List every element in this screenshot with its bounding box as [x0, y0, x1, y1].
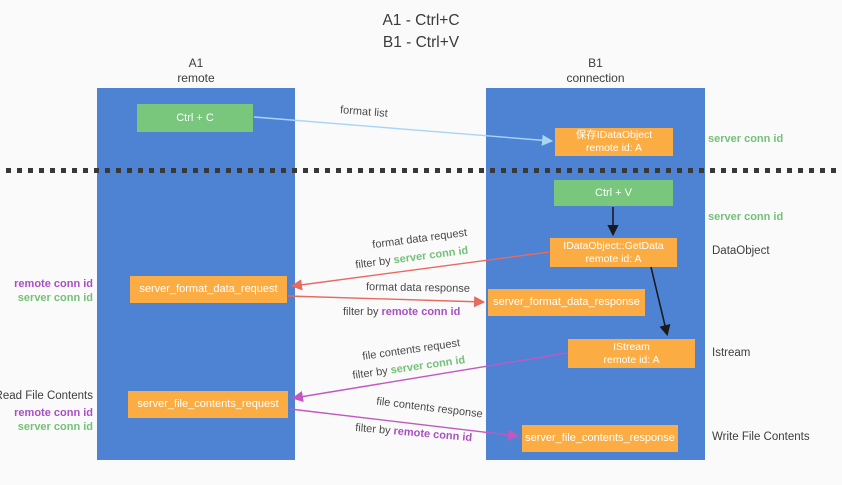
lane-b1-header: B1 connection: [486, 56, 705, 86]
filter-key-server-conn-id: server conn id: [389, 354, 466, 377]
lane-a1-subtitle: remote: [177, 71, 215, 85]
node-server-format-data-request: server_format_data_request: [130, 276, 287, 303]
node-server-file-contents-request-label: server_file_contents_request: [137, 398, 279, 410]
node-server-file-contents-response-label: server_file_contents_response: [525, 432, 675, 444]
node-save-idataobject-line1: 保存IDataObject: [575, 129, 653, 141]
filter-by-text: filter by: [351, 365, 389, 382]
node-idataobject-getdata-line1: IDataObject::GetData: [563, 239, 664, 252]
edge-label-format-data-request-filter: filter byserver conn id: [355, 245, 469, 272]
node-ctrl-c-label: Ctrl + C: [176, 111, 214, 124]
lane-a1-name: A1: [188, 56, 204, 70]
annotation-read-file-contents: Read File Contents: [0, 390, 93, 402]
annotation-server-conn-id-mid: server conn id: [708, 211, 784, 223]
page-title-line2: B1 - Ctrl+V: [382, 34, 460, 51]
filter-by-text: filter by: [343, 306, 379, 318]
node-istream-line2: remote id: A: [603, 353, 660, 366]
annotation-server-conn-id-top: server conn id: [708, 133, 784, 145]
filter-key-remote-conn-id: remote conn id: [393, 425, 473, 445]
edge-label-format-data-response: format data response: [365, 281, 471, 295]
filter-key-server-conn-id: server conn id: [392, 244, 469, 267]
node-ctrl-c: Ctrl + C: [137, 104, 253, 132]
annotation-file-remote-conn-id: remote conn id: [14, 407, 93, 419]
page-title: A1 - Ctrl+C B1 - Ctrl+V: [0, 10, 842, 54]
filter-key-remote-conn-id: remote conn id: [381, 306, 461, 318]
annotation-request-remote-conn-id: remote conn id: [14, 278, 93, 290]
edge-label-format-list: format list: [339, 104, 389, 120]
node-idataobject-getdata: IDataObject::GetData remote id: A: [550, 238, 677, 267]
node-save-idataobject: 保存IDataObject remote id: A: [555, 128, 673, 156]
lane-b1-name: B1: [588, 56, 603, 70]
node-server-format-data-response: server_format_data_response: [488, 289, 645, 316]
node-server-file-contents-request: server_file_contents_request: [128, 391, 288, 418]
edge-label-file-contents-response: file contents response: [375, 395, 484, 421]
node-server-format-data-response-label: server_format_data_response: [493, 296, 640, 308]
filter-by-text: filter by: [354, 254, 392, 272]
session-divider: [6, 168, 836, 173]
annotation-write-file-contents: Write File Contents: [712, 431, 810, 443]
node-idataobject-getdata-line2: remote id: A: [585, 252, 642, 265]
annotation-istream: Istream: [712, 347, 751, 359]
filter-by-text: filter by: [354, 421, 392, 437]
node-istream-line1: IStream: [613, 340, 650, 353]
lane-b1-subtitle: connection: [566, 71, 625, 85]
lane-a1-header: A1 remote: [97, 56, 295, 86]
node-istream: IStream remote id: A: [568, 339, 695, 368]
page-title-line1: A1 - Ctrl+C: [382, 12, 460, 29]
node-ctrl-v-label: Ctrl + V: [595, 186, 632, 199]
node-save-idataobject-line2: remote id: A: [585, 142, 643, 154]
node-ctrl-v: Ctrl + V: [554, 180, 673, 206]
arrow-format-data-response: [287, 295, 486, 308]
annotation-dataobject: DataObject: [712, 245, 770, 257]
annotation-request-server-conn-id: server conn id: [17, 292, 93, 304]
node-server-format-data-request-label: server_format_data_request: [139, 283, 278, 295]
annotation-file-server-conn-id: server conn id: [17, 421, 93, 433]
node-server-file-contents-response: server_file_contents_response: [522, 425, 678, 452]
